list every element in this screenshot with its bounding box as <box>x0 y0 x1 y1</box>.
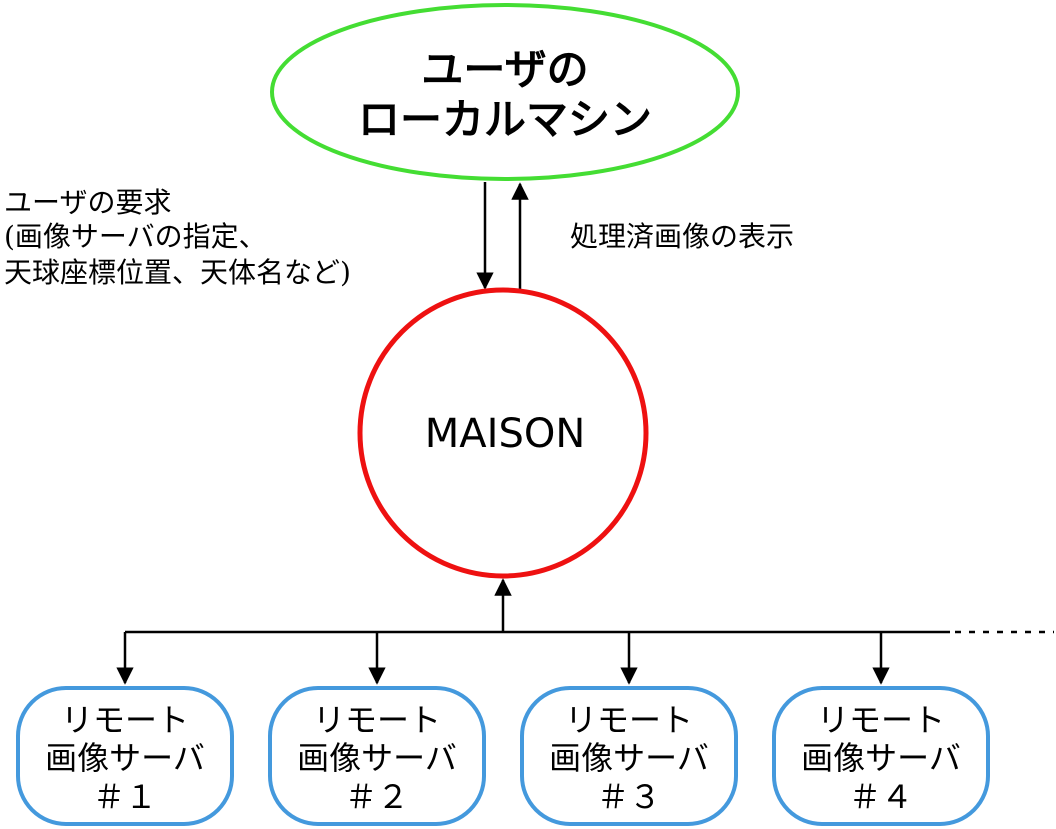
user-machine-label-line2: ローカルマシン <box>358 95 652 144</box>
request-label-line1: ユーザの要求 <box>4 186 171 219</box>
remote-server-4-label-line2: 画像サーバ <box>801 739 961 777</box>
request-label: ユーザの要求 (画像サーバの指定、 天球座標位置、天体名など) <box>4 186 351 289</box>
remote-server-1-label-line3: ＃１ <box>93 778 157 816</box>
remote-server-1-label-line1: リモート <box>61 701 189 739</box>
remote-server-1-label-line2: 画像サーバ <box>45 739 205 777</box>
remote-server-2-label-line2: 画像サーバ <box>297 739 457 777</box>
user-local-machine-node: ユーザの ローカルマシン <box>270 3 740 181</box>
remote-server-4-label-line1: リモート <box>817 701 945 739</box>
remote-server-3-label-line2: 画像サーバ <box>549 739 709 777</box>
remote-server-4-label-line3: ＃４ <box>849 778 913 816</box>
maison-node: MAISON <box>357 287 649 579</box>
remote-server-3-label-line1: リモート <box>565 701 693 739</box>
maison-label: MAISON <box>425 411 585 457</box>
request-label-line2: (画像サーバの指定、 <box>4 220 267 253</box>
request-label-line3: 天球座標位置、天体名など) <box>4 256 351 289</box>
remote-servers: リモート画像サーバ＃１リモート画像サーバ＃２リモート画像サーバ＃３リモート画像サ… <box>16 632 990 826</box>
remote-server-box-2 <box>268 686 486 826</box>
remote-server-2-label-line3: ＃２ <box>345 778 409 816</box>
response-label: 処理済画像の表示 <box>570 220 794 253</box>
remote-server-box-3 <box>520 686 738 826</box>
remote-server-3-label-line3: ＃３ <box>597 778 661 816</box>
remote-server-box-4 <box>772 686 990 826</box>
remote-server-2-label-line1: リモート <box>313 701 441 739</box>
remote-server-box-1 <box>16 686 234 826</box>
user-machine-label-line1: ユーザの <box>421 45 588 94</box>
